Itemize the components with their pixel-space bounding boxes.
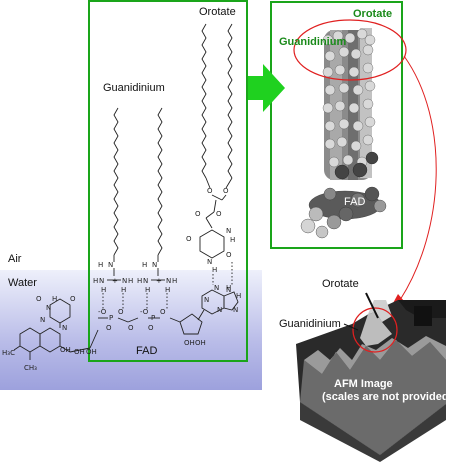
guanidinium-pointer: [343, 323, 359, 331]
svg-text:H: H: [212, 266, 217, 274]
svg-text:OH: OH: [86, 348, 97, 356]
svg-text:H: H: [145, 286, 150, 294]
svg-text:O: O: [36, 295, 42, 303]
guanidinium-label-model: Guanidinium: [279, 36, 347, 48]
chain-guanidinium-1: [113, 107, 119, 256]
svg-text:N: N: [143, 277, 148, 285]
structure-frame: [88, 0, 248, 362]
svg-text:N: N: [108, 261, 113, 269]
svg-text:H: H: [52, 295, 57, 303]
red-connector-arrow: [399, 55, 437, 301]
svg-text:O: O: [223, 187, 229, 195]
highlight-circle-afm: [352, 307, 398, 353]
svg-text:H: H: [101, 286, 106, 294]
svg-text:+: +: [156, 277, 162, 285]
svg-text:OH: OH: [195, 339, 206, 347]
svg-text:N: N: [233, 306, 238, 314]
flavin-atoms: O H N O N N H₃C CH₃ OH OH OH: [2, 295, 97, 372]
svg-text:O: O: [226, 251, 232, 259]
phosphate-backbone: [98, 289, 239, 335]
svg-text:O: O: [195, 210, 201, 218]
svg-text:O: O: [118, 308, 124, 316]
svg-text:O: O: [106, 324, 112, 332]
svg-text:N: N: [226, 227, 231, 235]
svg-text:H₃C: H₃C: [2, 349, 15, 357]
svg-text:N: N: [62, 324, 67, 332]
svg-text:N: N: [226, 286, 231, 294]
svg-text:CH₃: CH₃: [24, 364, 37, 372]
svg-text:N: N: [122, 277, 127, 285]
svg-text:-O: -O: [140, 308, 149, 316]
svg-text:O: O: [216, 210, 222, 218]
afm-surface: [296, 300, 446, 462]
svg-text:O: O: [160, 308, 166, 316]
svg-text:N: N: [207, 258, 212, 266]
svg-text:H: H: [137, 277, 142, 285]
space-filling-model: [300, 28, 387, 239]
svg-text:+: +: [112, 277, 118, 285]
svg-text:O: O: [207, 187, 213, 195]
fad-label-structure: FAD: [136, 345, 158, 357]
svg-text:H: H: [172, 277, 177, 285]
svg-text:H: H: [98, 261, 103, 269]
svg-text:N: N: [217, 306, 222, 314]
orotate-pointer: [365, 292, 379, 319]
svg-text:H: H: [121, 286, 126, 294]
svg-text:H: H: [236, 292, 241, 300]
guanidinium-heads: [107, 255, 165, 281]
flavin-rings: [13, 298, 99, 360]
svg-text:O: O: [70, 295, 76, 303]
linker-atoms: O O O O O N H N H O: [186, 187, 235, 274]
svg-text:N: N: [40, 316, 45, 324]
orotate-label-structure: Orotate: [199, 6, 236, 18]
svg-text:H: H: [230, 236, 235, 244]
afm-image-note: (scales are not provided): [322, 391, 453, 403]
svg-text:P: P: [151, 314, 155, 322]
highlight-ellipse-model: [293, 19, 407, 81]
svg-text:OH: OH: [184, 339, 195, 347]
svg-text:O: O: [128, 324, 134, 332]
orotate-label-afm: Orotate: [322, 278, 359, 290]
svg-text:N: N: [204, 296, 209, 304]
svg-text:N: N: [46, 304, 51, 312]
svg-text:N: N: [214, 284, 219, 292]
orotate-label-model: Orotate: [353, 8, 393, 20]
chain-orotate-1: [201, 23, 207, 179]
svg-text:OH: OH: [60, 346, 71, 354]
hydrogen-bonds: [102, 262, 233, 310]
orotate-linker: [199, 177, 233, 259]
water-subphase: [0, 270, 262, 390]
svg-text:N: N: [166, 277, 171, 285]
fad-label-model: FAD: [344, 196, 366, 208]
svg-text:O: O: [186, 235, 192, 243]
svg-text:H: H: [165, 286, 170, 294]
svg-text:-O: -O: [98, 308, 107, 316]
water-label: Water: [8, 277, 37, 289]
svg-text:H: H: [142, 261, 147, 269]
alkyl-chains: [113, 23, 233, 256]
svg-text:H: H: [226, 284, 231, 292]
svg-text:N: N: [152, 261, 157, 269]
svg-text:P: P: [109, 314, 113, 322]
chain-orotate-2: [227, 23, 233, 179]
guanidinium-label-structure: Guanidinium: [103, 82, 165, 94]
chain-guanidinium-2: [157, 107, 163, 256]
svg-text:H: H: [93, 277, 98, 285]
guanidinium-label-afm: Guanidinium: [279, 318, 341, 330]
green-arrow: [248, 64, 285, 112]
svg-text:N: N: [99, 277, 104, 285]
svg-text:H: H: [128, 277, 133, 285]
svg-text:O: O: [148, 324, 154, 332]
afm-image-title: AFM Image: [334, 378, 393, 390]
svg-text:OH: OH: [74, 348, 85, 356]
air-label: Air: [8, 253, 22, 265]
